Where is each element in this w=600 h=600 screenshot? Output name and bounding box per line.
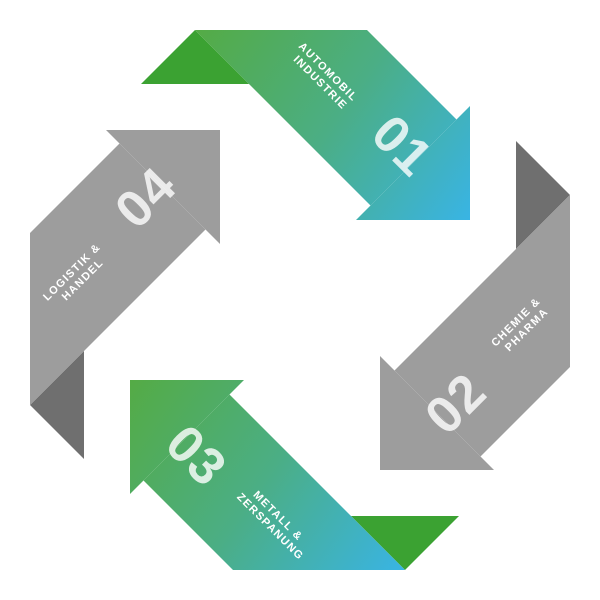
arrow-4-head <box>106 130 220 244</box>
arrow-2-head <box>380 356 494 470</box>
arrow-4-logistik-handel: LOGISTIK & HANDEL 04 <box>30 130 220 459</box>
arrow-3-head <box>130 380 244 494</box>
arrow-2-fold <box>516 141 570 249</box>
arrow-3-band <box>143 394 405 570</box>
arrow-4-band <box>30 143 206 405</box>
arrow-1-automobil-industrie: AUTOMOBIL INDUSTRIE 01 <box>141 30 470 220</box>
arrow-1-fold <box>141 30 249 84</box>
arrow-1-band <box>195 30 457 206</box>
arrow-2-chemie-pharma: CHEMIE & PHARMA 02 <box>380 141 570 470</box>
arrow-3-fold <box>351 516 459 570</box>
arrow-4-fold <box>30 351 84 459</box>
arrow-2-band <box>394 195 570 457</box>
arrow-3-metall-zerspanung: METALL & ZERSPANUNG 03 <box>130 380 459 570</box>
arrow-1-head <box>356 106 470 220</box>
